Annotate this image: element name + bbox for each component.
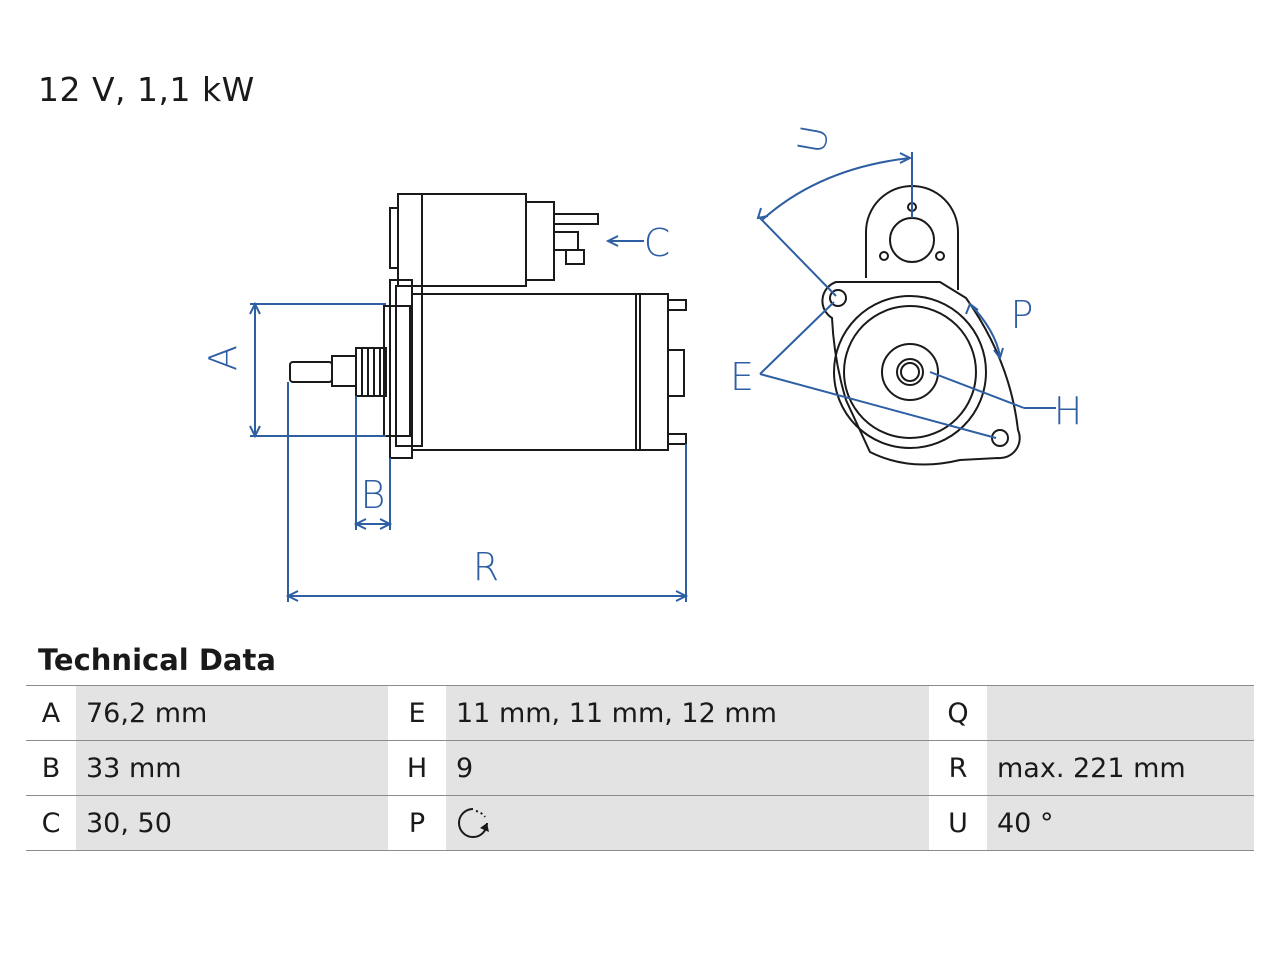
key-cell: Q xyxy=(929,685,987,741)
value-cell: 9 xyxy=(446,740,929,796)
label-C: C xyxy=(644,221,671,265)
side-view xyxy=(289,193,687,459)
key-cell: U xyxy=(929,795,987,851)
front-dimensions xyxy=(756,152,1056,439)
key-cell: P xyxy=(388,795,446,851)
front-pinion xyxy=(881,343,939,401)
value-cell: 11 mm, 11 mm, 12 mm xyxy=(446,685,929,741)
motor-body xyxy=(411,293,641,451)
label-U: U xyxy=(789,122,837,157)
value-cell: 40 ° xyxy=(987,795,1254,851)
value-cell: 33 mm xyxy=(76,740,388,796)
shaft xyxy=(289,361,333,383)
page-title: 12 V, 1,1 kW xyxy=(38,70,255,109)
solenoid-body xyxy=(397,193,527,287)
key-cell: H xyxy=(388,740,446,796)
pinion xyxy=(355,347,387,397)
clockwise-rotation-icon xyxy=(458,808,489,838)
front-flange xyxy=(821,281,1021,466)
label-B: B xyxy=(361,473,386,517)
label-H: H xyxy=(1054,389,1083,433)
label-R: R xyxy=(473,545,499,589)
table-row: A 76,2 mm E 11 mm, 11 mm, 12 mm Q xyxy=(26,685,1254,741)
label-E: E xyxy=(730,355,754,399)
technical-data-table: A 76,2 mm E 11 mm, 11 mm, 12 mm Q B 33 m… xyxy=(26,685,1254,851)
value-cell: max. 221 mm xyxy=(987,740,1254,796)
label-P: P xyxy=(1011,293,1034,337)
value-cell: 76,2 mm xyxy=(76,685,388,741)
side-dimensions xyxy=(249,235,689,602)
key-cell: R xyxy=(929,740,987,796)
front-view xyxy=(821,185,1021,466)
key-cell: B xyxy=(26,740,76,796)
key-cell: C xyxy=(26,795,76,851)
value-cell xyxy=(987,685,1254,741)
starter-motor-drawing: A B R C U P xyxy=(202,122,1083,602)
key-cell: A xyxy=(26,685,76,741)
key-cell: E xyxy=(388,685,446,741)
table-row: C 30, 50 P U 40 ° xyxy=(26,795,1254,851)
table-row: B 33 mm H 9 R max. 221 mm xyxy=(26,740,1254,796)
technical-data-heading: Technical Data xyxy=(38,643,276,677)
value-cell: 30, 50 xyxy=(76,795,388,851)
value-cell xyxy=(446,795,929,851)
label-A: A xyxy=(202,345,246,371)
